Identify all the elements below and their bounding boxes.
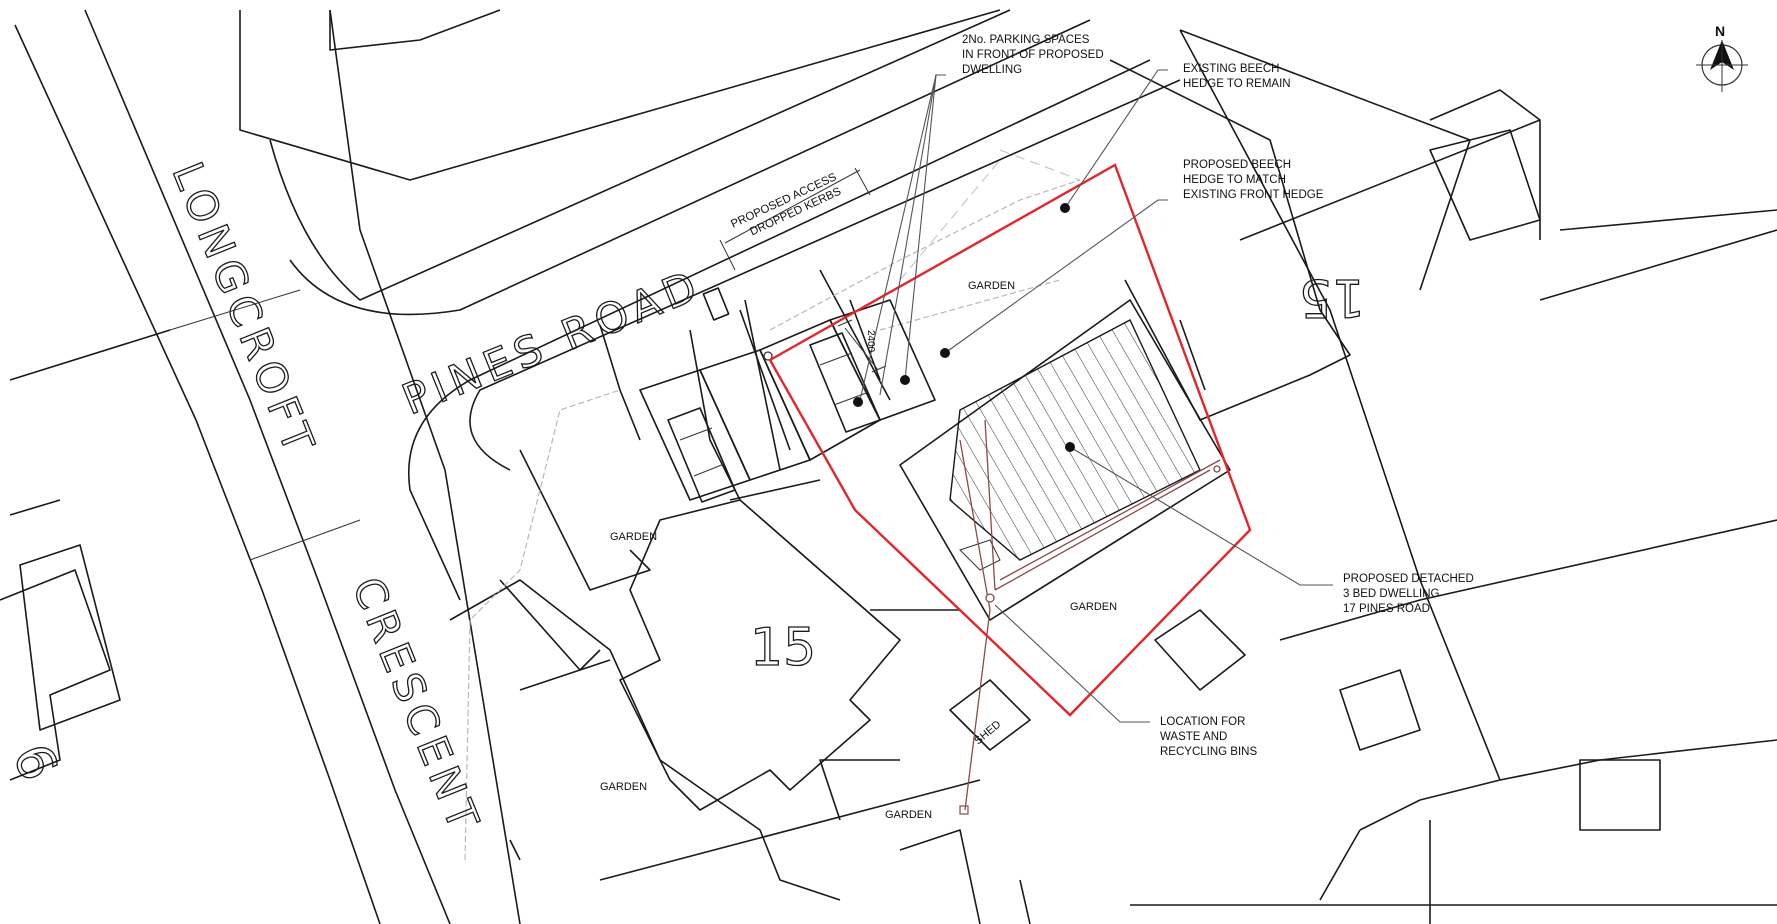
- note-parking: 2No. PARKING SPACES IN FRONT OF PROPOSED…: [962, 34, 1104, 76]
- note-existing-hedge: EXISTING BEECH HEDGE TO REMAIN: [1183, 63, 1291, 90]
- leaders: [853, 69, 1333, 723]
- garden-label-rear: GARDEN: [885, 809, 932, 821]
- svg-text:IN FRONT OF PROPOSED: IN FRONT OF PROPOSED: [962, 49, 1104, 61]
- svg-text:17 PINES ROAD: 17 PINES ROAD: [1343, 603, 1430, 615]
- svg-text:HEDGE TO MATCH: HEDGE TO MATCH: [1183, 174, 1286, 186]
- svg-text:RECYCLING BINS: RECYCLING BINS: [1160, 746, 1257, 758]
- drainage-run: [763, 351, 1221, 815]
- garden-label-15-side: GARDEN: [610, 531, 657, 543]
- road-name-longcroft: LONGCROFT: [163, 155, 326, 464]
- svg-text:DWELLING: DWELLING: [962, 64, 1022, 76]
- no15-plot: [449, 269, 981, 901]
- note-proposed-hedge: PROPOSED BEECH HEDGE TO MATCH EXISTING F…: [1183, 159, 1324, 201]
- svg-text:HEDGE TO REMAIN: HEDGE TO REMAIN: [1183, 78, 1291, 90]
- svg-text:EXISTING FRONT HEDGE: EXISTING FRONT HEDGE: [1183, 189, 1324, 201]
- house-number-9: 9: [4, 734, 72, 787]
- svg-text:LOCATION FOR: LOCATION FOR: [1160, 716, 1245, 728]
- house-number-15-side: 15: [1299, 267, 1365, 327]
- house-number-15-front: 15: [750, 618, 816, 678]
- hedges: [464, 149, 1081, 861]
- dimension-2400: [837, 319, 887, 373]
- garden-label-site: GARDEN: [968, 280, 1015, 292]
- proposed-dwelling: [899, 299, 1231, 621]
- svg-text:EXISTING BEECH: EXISTING BEECH: [1183, 63, 1280, 75]
- shed: [949, 679, 1031, 751]
- north-arrow-icon: N: [1696, 23, 1748, 92]
- svg-text:WASTE AND: WASTE AND: [1160, 731, 1227, 743]
- neighbour-plots: [0, 9, 1777, 924]
- road-name-pines: PINES ROAD: [395, 260, 708, 425]
- outbuilding: [1154, 609, 1246, 691]
- pines-road: [239, 9, 1181, 601]
- garden-label-plot-rear: GARDEN: [1070, 601, 1117, 613]
- dimension-2400-label: 2400: [865, 330, 876, 353]
- parking-bays: [639, 287, 936, 501]
- note-access: PROPOSED ACCESS DROPPED KERBS: [729, 171, 843, 238]
- garden-label-bottom: GARDEN: [600, 781, 647, 793]
- svg-text:2No. PARKING SPACES: 2No. PARKING SPACES: [962, 34, 1090, 46]
- note-dwelling: PROPOSED DETACHED 3 BED DWELLING 17 PINE…: [1343, 573, 1474, 615]
- site-boundary: [768, 163, 1252, 717]
- access-dimension: [719, 167, 871, 271]
- svg-text:PROPOSED BEECH: PROPOSED BEECH: [1183, 159, 1291, 171]
- longcroft-crescent-road: [14, 9, 521, 924]
- note-bins: LOCATION FOR WASTE AND RECYCLING BINS: [1160, 716, 1257, 758]
- north-label: N: [1715, 23, 1725, 39]
- svg-text:PROPOSED DETACHED: PROPOSED DETACHED: [1343, 573, 1474, 585]
- car-neighbour-icon: [667, 407, 736, 503]
- svg-text:3 BED DWELLING: 3 BED DWELLING: [1343, 588, 1440, 600]
